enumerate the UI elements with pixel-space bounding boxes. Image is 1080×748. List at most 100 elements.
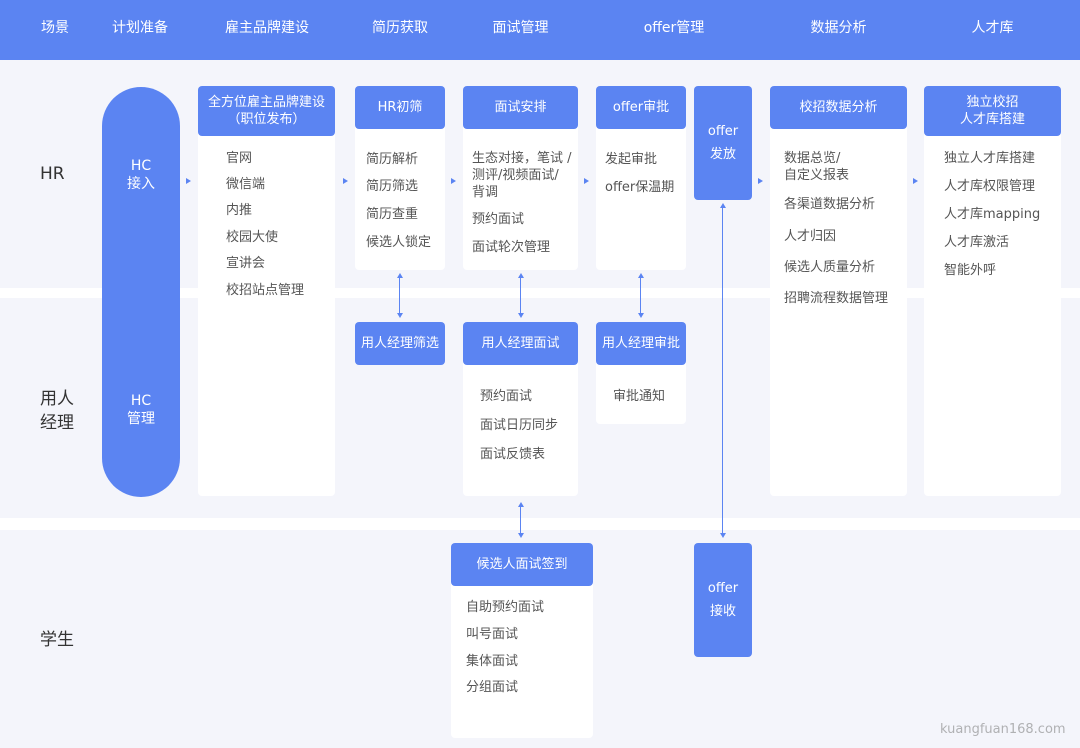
row-label-student: 学生 (40, 630, 74, 650)
header-scene: 场景 (41, 20, 69, 36)
brand-head: 全方位雇主品牌建设 （职位发布） (198, 86, 335, 136)
arrow-down-icon (638, 313, 644, 318)
arrow-right-icon (913, 178, 918, 184)
header-interview: 面试管理 (492, 20, 549, 36)
arrow-up-icon (397, 273, 403, 278)
offer-manager-item: 审批通知 (613, 389, 666, 404)
offer-receive-box: offer 接收 (694, 543, 752, 657)
offer-approve-item: offer保温期 (605, 180, 675, 195)
interview-manager-item: 面试反馈表 (480, 447, 546, 462)
arrow-up-icon (518, 502, 524, 507)
arrow-right-icon (451, 178, 456, 184)
analytics-card (770, 86, 907, 496)
student-item: 分组面试 (466, 680, 519, 695)
offer-send-box: offer 发放 (694, 86, 752, 200)
row-label-manager-2: 经理 (40, 413, 74, 433)
brand-item: 官网 (226, 151, 253, 166)
connector-line (520, 506, 521, 534)
offer-manager-head: 用人经理审批 (596, 322, 686, 365)
hc-manage-line1: HC (130, 393, 152, 409)
connector-line (399, 277, 400, 313)
arrow-down-icon (518, 533, 524, 538)
arrow-down-icon (397, 313, 403, 318)
arrow-up-icon (518, 273, 524, 278)
connector-line (640, 277, 641, 313)
brand-item: 校园大使 (226, 230, 279, 245)
brand-item: 宣讲会 (226, 256, 266, 271)
student-title: 候选人面试签到 (476, 557, 568, 572)
interview-title: 面试安排 (494, 100, 547, 115)
interview-item-1c: 背调 (472, 185, 499, 200)
interview-manager-title: 用人经理面试 (481, 336, 560, 351)
interview-item-1b: 测评/视频面试/ (472, 168, 559, 183)
interview-item-3: 面试轮次管理 (472, 240, 551, 255)
analytics-item: 候选人质量分析 (784, 260, 876, 275)
resume-title: HR初筛 (377, 100, 423, 115)
talent-item: 人才库权限管理 (944, 179, 1036, 194)
resume-item: 简历解析 (366, 152, 419, 167)
resume-item: 简历查重 (366, 207, 419, 222)
header-brand: 雇主品牌建设 (225, 20, 309, 36)
interview-manager-item: 面试日历同步 (480, 418, 559, 433)
arrow-up-icon (638, 273, 644, 278)
row-label-hr: HR (40, 164, 65, 184)
brand-item: 校招站点管理 (226, 283, 305, 298)
talent-card (924, 86, 1061, 496)
offer-manager-title: 用人经理审批 (601, 336, 680, 351)
talent-head: 独立校招 人才库搭建 (924, 86, 1061, 136)
header-resume: 简历获取 (372, 20, 428, 36)
interview-head: 面试安排 (463, 86, 578, 129)
analytics-item: 人才归因 (784, 229, 837, 244)
hc-manage-line2: 管理 (127, 411, 155, 427)
analytics-item-1a: 数据总览/ (784, 151, 841, 166)
interview-item-2: 预约面试 (472, 212, 525, 227)
hc-access: HC 接入 (102, 157, 180, 193)
resume-head: HR初筛 (355, 86, 445, 129)
header-bar: 场景 计划准备 雇主品牌建设 简历获取 面试管理 offer管理 数据分析 人才… (0, 0, 1080, 60)
offer-receive-line1: offer (707, 581, 739, 596)
student-item: 集体面试 (466, 654, 519, 669)
student-head: 候选人面试签到 (451, 543, 593, 586)
hc-access-line2: 接入 (127, 176, 155, 192)
connector-line (520, 277, 521, 313)
arrow-right-icon (758, 178, 763, 184)
header-talent: 人才库 (971, 20, 1014, 36)
header-analytics: 数据分析 (810, 20, 867, 36)
brand-item: 内推 (226, 203, 253, 218)
watermark: kuangfuan168.com (940, 722, 1066, 737)
arrow-up-icon (720, 203, 726, 208)
arrow-right-icon (584, 178, 589, 184)
student-item: 叫号面试 (466, 627, 519, 642)
brand-item: 微信端 (226, 177, 266, 192)
arrow-down-icon (518, 313, 524, 318)
student-item: 自助预约面试 (466, 600, 545, 615)
offer-approve-item: 发起审批 (605, 152, 658, 167)
talent-title-line1: 独立校招 (966, 95, 1019, 110)
talent-item: 人才库mapping (944, 207, 1041, 222)
brand-title-line2: （职位发布） (227, 112, 306, 127)
analytics-item: 招聘流程数据管理 (784, 291, 889, 306)
resume-manager-title: 用人经理筛选 (360, 336, 439, 351)
talent-title-line2: 人才库搭建 (959, 112, 1025, 127)
resume-item: 简历筛选 (366, 179, 419, 194)
header-offer: offer管理 (643, 20, 705, 36)
offer-send-line1: offer (707, 124, 739, 139)
analytics-item-1b: 自定义报表 (784, 168, 850, 183)
brand-title-line1: 全方位雇主品牌建设 (207, 95, 325, 110)
hc-access-line1: HC (130, 158, 152, 174)
arrow-right-icon (343, 178, 348, 184)
brand-card (198, 86, 335, 496)
analytics-title: 校招数据分析 (799, 100, 878, 115)
arrow-right-icon (186, 178, 191, 184)
talent-item: 智能外呼 (944, 263, 997, 278)
talent-item: 独立人才库搭建 (944, 151, 1036, 166)
row-label-manager-1: 用人 (40, 389, 74, 409)
talent-item: 人才库激活 (944, 235, 1010, 250)
hc-pill: HC 接入 HC 管理 (102, 87, 180, 497)
resume-manager-head: 用人经理筛选 (355, 322, 445, 365)
connector-line (722, 207, 723, 534)
offer-approve-head: offer审批 (596, 86, 686, 129)
arrow-down-icon (720, 533, 726, 538)
offer-approve-title: offer审批 (612, 100, 670, 115)
offer-receive-line2: 接收 (709, 604, 736, 619)
